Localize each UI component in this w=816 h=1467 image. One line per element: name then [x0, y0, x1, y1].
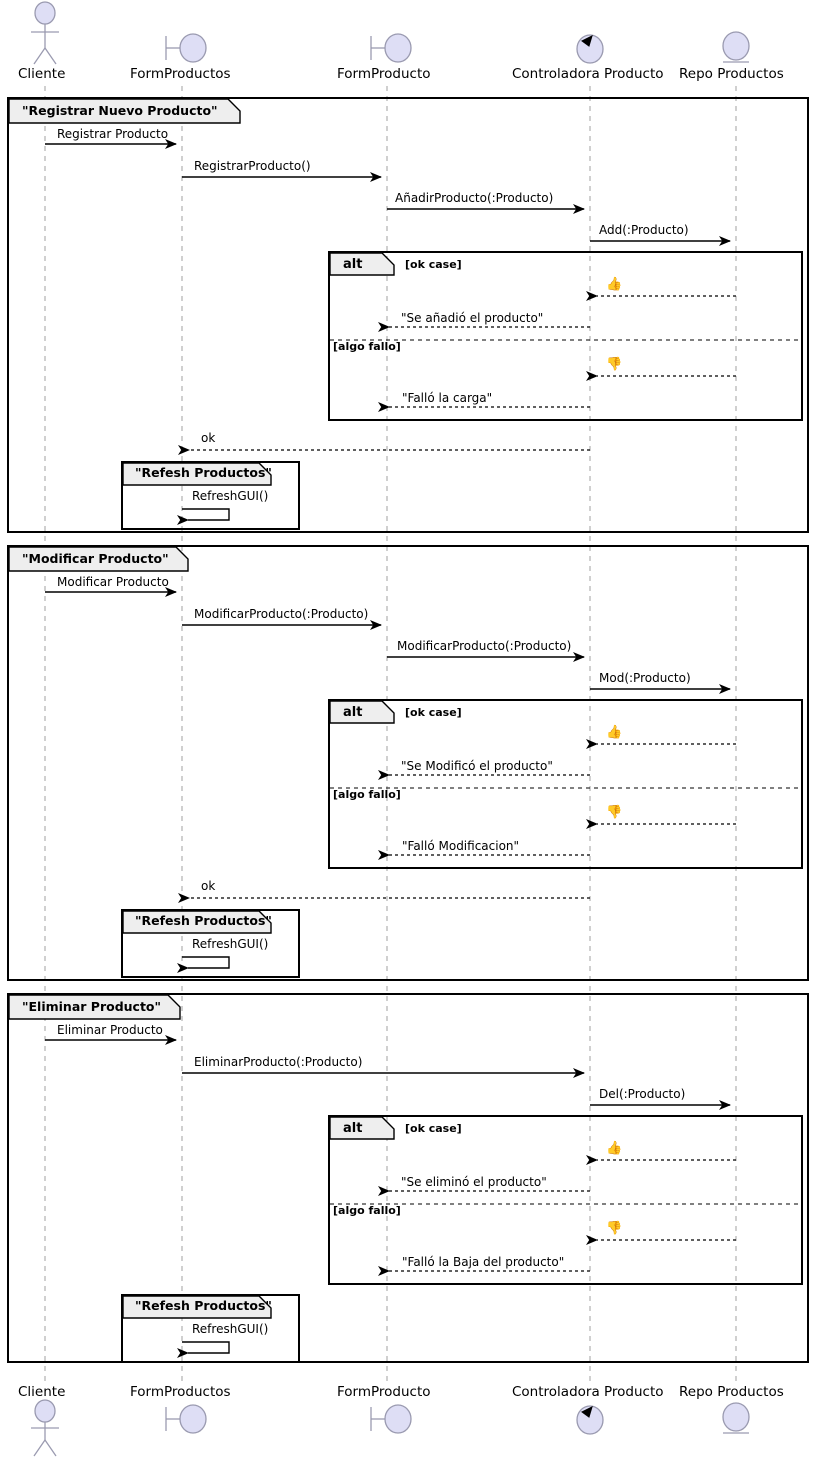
alt-registrar-arrows — [378, 291, 736, 412]
control-icon-head — [576, 34, 604, 64]
return-label: ok — [201, 879, 216, 893]
message-label: "Falló la Baja del producto" — [402, 1255, 565, 1269]
fragment-refesh-1 — [121, 461, 300, 530]
alt-modificar-arrows — [378, 739, 736, 860]
thumbs-up-icon: 👍 — [606, 277, 623, 292]
message-label: Add(:Producto) — [599, 223, 689, 237]
message-label: Registrar Producto — [57, 127, 169, 141]
participant-head-controladora[interactable]: Controladora Producto — [512, 66, 664, 82]
fragment-title-eliminar: "Eliminar Producto" — [22, 999, 162, 1014]
fragment-title-refesh: "Refesh Productos" — [135, 1298, 272, 1313]
message-label: "Falló Modificacion" — [402, 839, 520, 853]
participant-head-formproducto[interactable]: FormProducto — [337, 66, 431, 82]
message-label: Mod(:Producto) — [599, 671, 691, 685]
alt-guard-ok: [ok case] — [405, 1122, 462, 1135]
participant-foot-cliente[interactable]: Cliente — [18, 1384, 66, 1400]
fragment-title-refesh: "Refesh Productos" — [135, 913, 272, 928]
self-message-label: RefreshGUI() — [192, 489, 269, 503]
return-label: ok — [201, 431, 216, 445]
thumbs-up-icon: 👍 — [606, 1141, 623, 1156]
alt-guard-ok: [ok case] — [405, 706, 462, 719]
fragment-registrar-frame — [7, 97, 809, 533]
thumbs-up-icon: 👍 — [606, 725, 623, 740]
participant-head-formproductos[interactable]: FormProductos — [130, 66, 231, 82]
participant-foot-repo[interactable]: Repo Productos — [679, 1384, 784, 1400]
alt-guard-fail: [algo fallo] — [333, 340, 401, 353]
fragment-refesh-3 — [121, 1294, 300, 1363]
alt-guard-fail: [algo fallo] — [333, 788, 401, 801]
participant-foot-formproductos[interactable]: FormProductos — [130, 1384, 231, 1400]
message-label: AñadirProducto(:Producto) — [395, 191, 554, 205]
thumbs-down-icon: 👎 — [606, 1221, 623, 1236]
participant-head-cliente[interactable]: Cliente — [18, 66, 66, 82]
message-label: ModificarProducto(:Producto) — [397, 639, 572, 653]
message-label: RegistrarProducto() — [194, 159, 311, 173]
participant-foot-formproducto[interactable]: FormProducto — [337, 1384, 431, 1400]
fragment-modificar-messages — [45, 587, 731, 694]
alt-fragment-eliminar — [328, 1115, 803, 1285]
alt-fragment-modificar — [328, 699, 803, 869]
boundary-icon-foot-2 — [370, 1404, 412, 1434]
fragment-title-refesh: "Refesh Productos" — [135, 465, 272, 480]
fragment-refesh-2 — [121, 909, 300, 978]
thumbs-down-icon: 👎 — [606, 357, 623, 372]
entity-icon-head — [722, 31, 750, 63]
message-label: Del(:Producto) — [599, 1087, 686, 1101]
self-message-label: RefreshGUI() — [192, 937, 269, 951]
actor-icon-foot — [31, 1399, 59, 1457]
alt-guard-ok: [ok case] — [405, 258, 462, 271]
message-label: "Se Modificó el producto" — [401, 759, 553, 773]
entity-icon-foot — [722, 1402, 750, 1434]
alt-keyword: alt — [343, 257, 363, 272]
message-label: "Se eliminó el producto" — [401, 1175, 547, 1189]
message-label: Modificar Producto — [57, 575, 169, 589]
participant-foot-controladora[interactable]: Controladora Producto — [512, 1384, 664, 1400]
message-label: Eliminar Producto — [57, 1023, 163, 1037]
alt-eliminar-arrows — [378, 1155, 736, 1276]
self-message-label: RefreshGUI() — [192, 1322, 269, 1336]
control-icon-foot — [576, 1405, 604, 1435]
actor-icon-head — [31, 1, 59, 65]
message-label: "Se añadió el producto" — [401, 311, 544, 325]
message-label: "Falló la carga" — [402, 391, 493, 405]
fragment-eliminar-frame — [7, 993, 809, 1363]
thumbs-down-icon: 👎 — [606, 805, 623, 820]
boundary-icon-foot-1 — [165, 1404, 207, 1434]
message-label: EliminarProducto(:Producto) — [194, 1055, 363, 1069]
lifelines — [44, 86, 737, 1381]
participant-head-repo[interactable]: Repo Productos — [679, 66, 784, 82]
alt-keyword: alt — [343, 1121, 363, 1136]
alt-guard-fail: [algo fallo] — [333, 1204, 401, 1217]
boundary-icon-head-2 — [370, 33, 412, 63]
fragment-modificar-frame — [7, 545, 809, 981]
boundary-icon-head-1 — [165, 33, 207, 63]
fragment-registrar-messages — [45, 139, 731, 246]
alt-keyword: alt — [343, 705, 363, 720]
alt-fragment-registrar — [328, 251, 803, 421]
fragment-title-registrar: "Registrar Nuevo Producto" — [22, 103, 218, 118]
fragment-title-modificar: "Modificar Producto" — [22, 551, 169, 566]
message-label: ModificarProducto(:Producto) — [194, 607, 369, 621]
fragment-eliminar-messages — [45, 1035, 731, 1110]
